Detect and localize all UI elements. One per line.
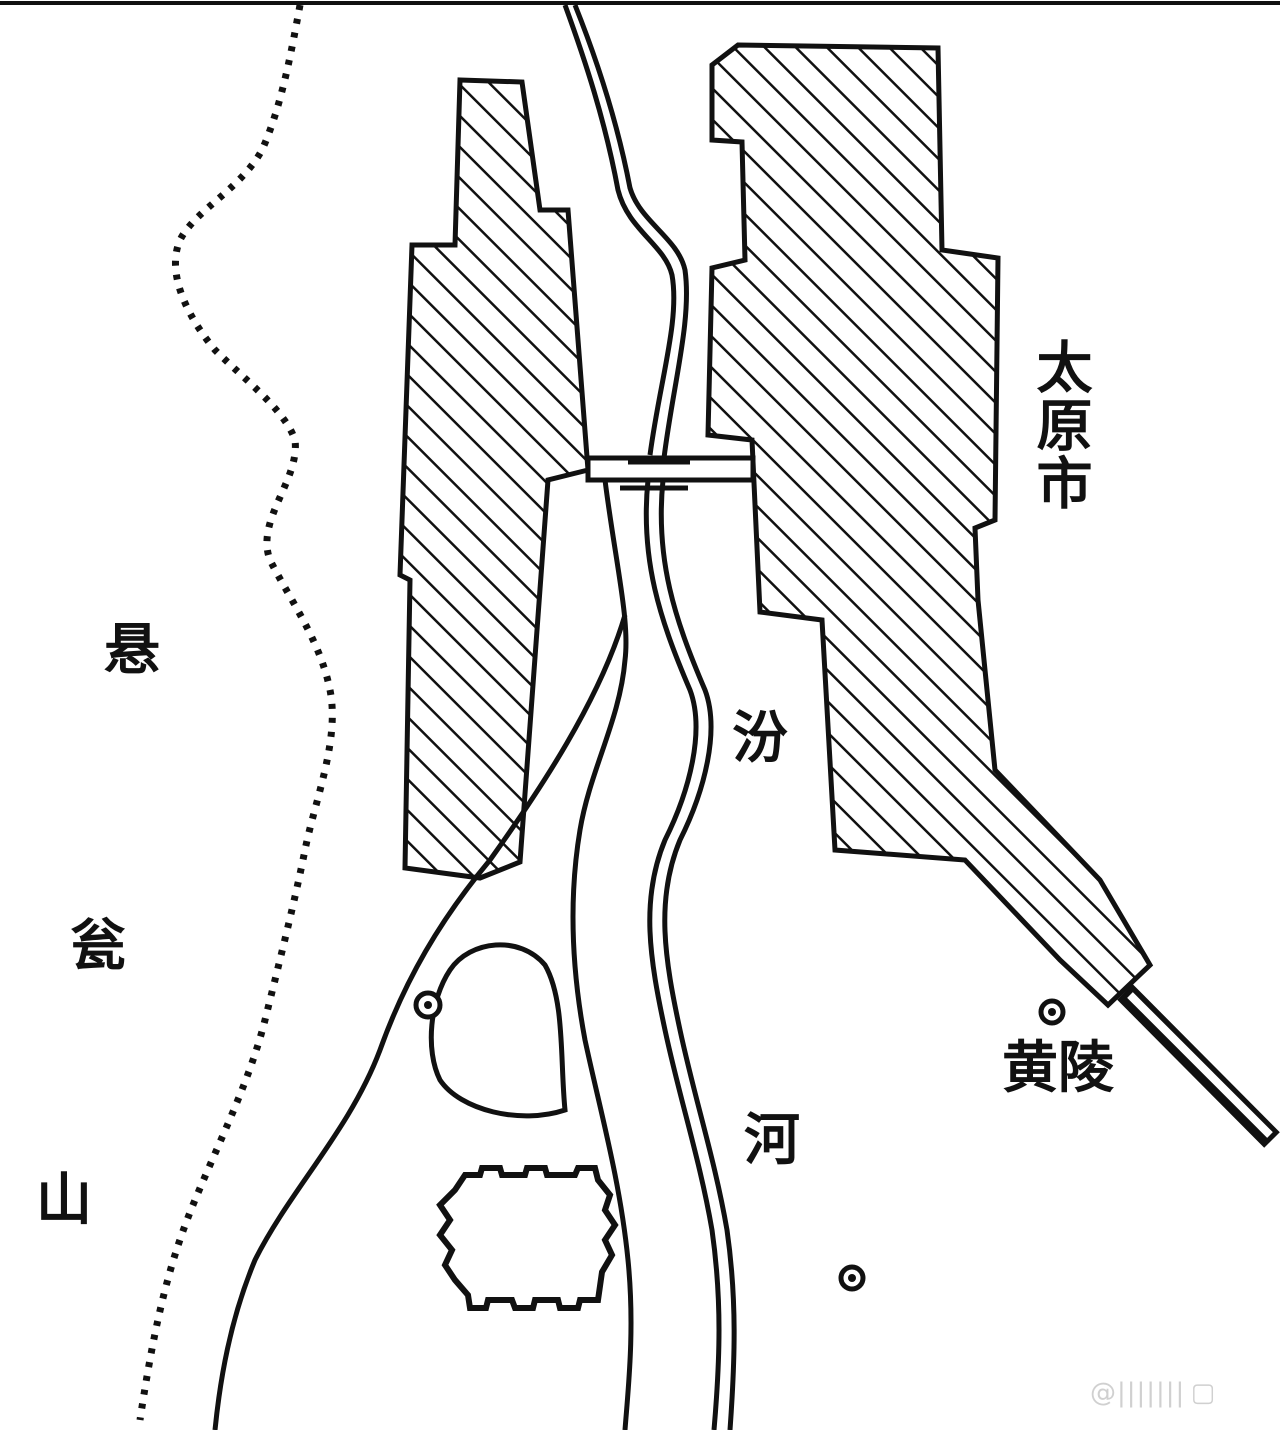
label-fen: 汾 [732,705,788,771]
west-valley-road [212,614,628,1430]
fen-river-west-bank [643,479,722,1430]
label-taiyuan-city: 太原市 [1027,338,1093,512]
railway-southeast-inner [1127,992,1273,1138]
label-xuan: 悬 [104,617,160,683]
label-shan: 山 [36,1167,92,1233]
loop-road [428,942,568,1119]
river-upper-west-bank [562,4,677,456]
walled-town [436,1165,619,1311]
fen-river-east-bank [658,479,737,1430]
river-upper-east-bank [572,4,690,459]
west-channel-east-bank [570,479,634,1430]
label-weng: 瓮 [70,913,126,979]
east-built-area-taiyuan [705,42,1154,1009]
town-marker-southeast-dot [848,1274,856,1282]
watermark: @||||||| ▢ [1090,1378,1217,1408]
label-he: 河 [744,1107,800,1173]
label-huangling: 黄陵 [1002,1035,1114,1101]
west-built-area [397,77,591,881]
huangling-marker-dot [1048,1008,1056,1016]
mountain-ridge-line [136,4,336,1421]
town-marker-west-dot [424,1001,432,1009]
